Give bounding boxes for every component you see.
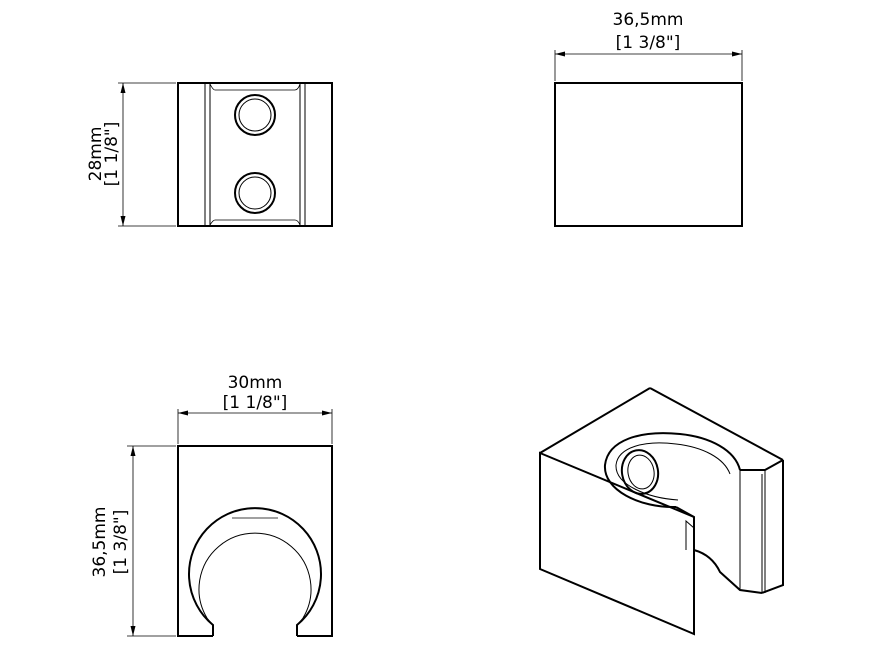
- front-view-width-mm: 30mm: [228, 373, 283, 393]
- front-view-hook-inner: [198, 532, 312, 619]
- front-view-height-dimension: 36,5mm [1 3/8"]: [90, 445, 176, 637]
- front-view-outline: [177, 445, 333, 637]
- iso-front-face: [539, 451, 695, 636]
- isometric-view: [539, 387, 784, 636]
- top-view-height-dimension: 28mm [1 1/8"]: [86, 82, 176, 227]
- side-view: 36,5mm [1 3/8"]: [554, 10, 743, 227]
- front-view-height-inch: [1 3/8"]: [111, 510, 131, 575]
- side-view-width-dimension: 36,5mm [1 3/8"]: [554, 10, 743, 81]
- top-view-outline: [177, 82, 333, 227]
- side-view-width-mm: 36,5mm: [613, 10, 684, 30]
- iso-mounting-hole: [620, 449, 660, 495]
- side-view-width-inch: [1 3/8"]: [616, 33, 681, 53]
- front-view-width-inch: [1 1/8"]: [223, 393, 288, 413]
- top-view-height-mm: 28mm: [86, 127, 106, 182]
- mounting-hole-upper: [234, 94, 276, 136]
- front-view-hook-outer: [188, 507, 322, 636]
- front-view-width-dimension: 30mm [1 1/8"]: [177, 373, 333, 444]
- top-view: 28mm [1 1/8"]: [86, 82, 333, 227]
- top-view-height-inch: [1 1/8"]: [102, 122, 122, 187]
- front-view: 30mm [1 1/8"] 36,5mm [1 3/8"]: [90, 373, 333, 637]
- side-view-outline: [554, 82, 743, 227]
- front-view-height-mm: 36,5mm: [90, 507, 110, 578]
- iso-hook-opening: [603, 432, 741, 509]
- mounting-hole-lower: [234, 172, 276, 214]
